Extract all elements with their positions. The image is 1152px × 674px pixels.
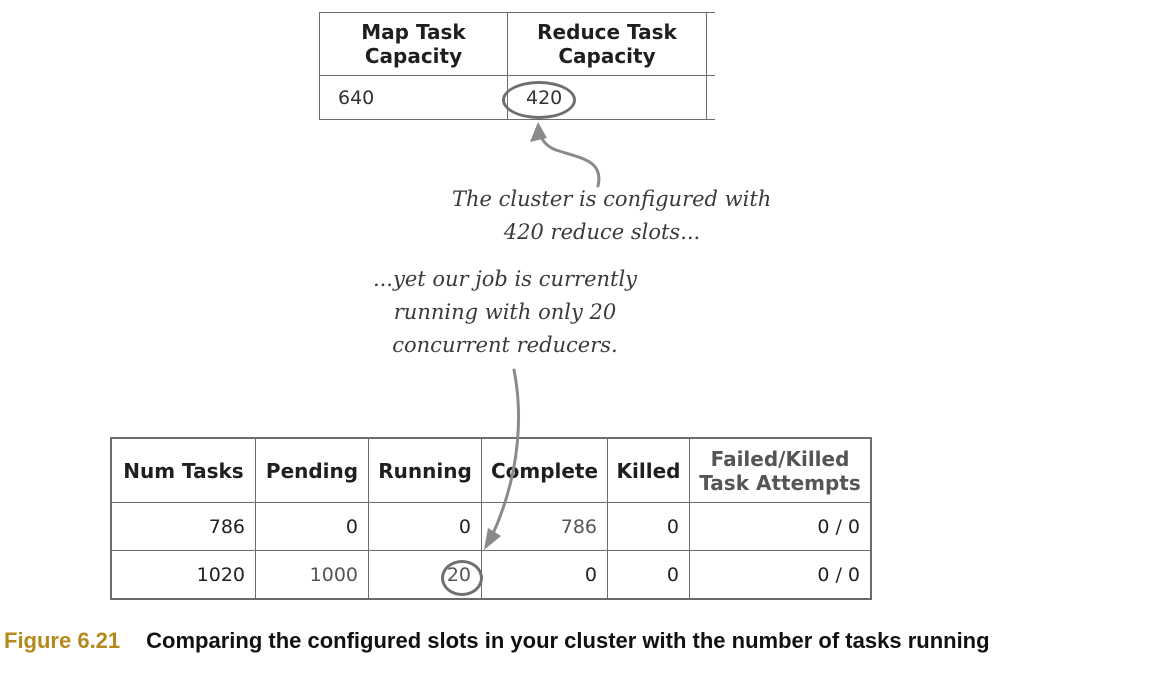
running-cell: 0 bbox=[368, 502, 482, 551]
note-line: ...yet our job is currently bbox=[372, 267, 638, 291]
table-row: 786 0 0 786 0 0 / 0 bbox=[110, 502, 872, 551]
table-row: 1020 1000 20 0 0 0 / 0 bbox=[110, 550, 872, 600]
caption-text: Comparing the configured slots in your c… bbox=[146, 628, 990, 653]
figure-number: Figure 6.21 bbox=[4, 628, 121, 653]
failed-cell: 0 / 0 bbox=[689, 550, 872, 600]
figure-caption: Figure 6.21 Comparing the configured slot… bbox=[4, 628, 990, 654]
pending-cell: 0 bbox=[255, 502, 369, 551]
header-line: Capacity bbox=[558, 44, 656, 68]
pending-cell: 1000 bbox=[255, 550, 369, 600]
highlight-circle-20 bbox=[441, 560, 483, 596]
annotation-cluster-slots: The cluster is configured with 420 reduc… bbox=[452, 183, 772, 249]
killed-header: Killed bbox=[607, 437, 690, 503]
note-line: 420 reduce slots... bbox=[503, 220, 701, 244]
header-line: Map Task bbox=[361, 20, 466, 44]
note-line: running with only 20 bbox=[393, 300, 617, 324]
highlight-circle-420 bbox=[502, 81, 576, 119]
header-line: Reduce Task bbox=[537, 20, 677, 44]
task-header-row: Num Tasks Pending Running Complete Kille… bbox=[110, 437, 872, 503]
truncated-column-cell bbox=[706, 75, 715, 120]
header-line: Capacity bbox=[364, 44, 463, 68]
header-line: Failed/Killed bbox=[710, 446, 850, 471]
failed-cell: 0 / 0 bbox=[689, 502, 872, 551]
header-line: Task Attempts bbox=[699, 470, 861, 495]
failed-killed-header: Failed/Killed Task Attempts bbox=[689, 437, 872, 503]
complete-cell: 0 bbox=[481, 550, 608, 600]
map-capacity-value: 640 bbox=[319, 75, 508, 120]
note-line: concurrent reducers. bbox=[392, 333, 618, 357]
capacity-header-row: Map Task Capacity Reduce Task Capacity bbox=[319, 12, 715, 76]
num-tasks-cell: 1020 bbox=[110, 550, 256, 600]
complete-cell: 786 bbox=[481, 502, 608, 551]
task-table: Num Tasks Pending Running Complete Kille… bbox=[110, 437, 872, 600]
num-tasks-header: Num Tasks bbox=[110, 437, 256, 503]
annotation-running-reducers: ...yet our job is currently running with… bbox=[360, 263, 650, 362]
complete-header: Complete bbox=[481, 437, 608, 503]
reduce-capacity-header: Reduce Task Capacity bbox=[507, 12, 707, 76]
map-capacity-header: Map Task Capacity bbox=[319, 12, 508, 76]
num-tasks-cell: 786 bbox=[110, 502, 256, 551]
note-line: The cluster is configured with bbox=[452, 187, 772, 211]
killed-cell: 0 bbox=[607, 550, 690, 600]
truncated-column-header bbox=[706, 12, 715, 76]
arrow-to-420 bbox=[530, 122, 601, 188]
running-header: Running bbox=[368, 437, 482, 503]
killed-cell: 0 bbox=[607, 502, 690, 551]
pending-header: Pending bbox=[255, 437, 369, 503]
